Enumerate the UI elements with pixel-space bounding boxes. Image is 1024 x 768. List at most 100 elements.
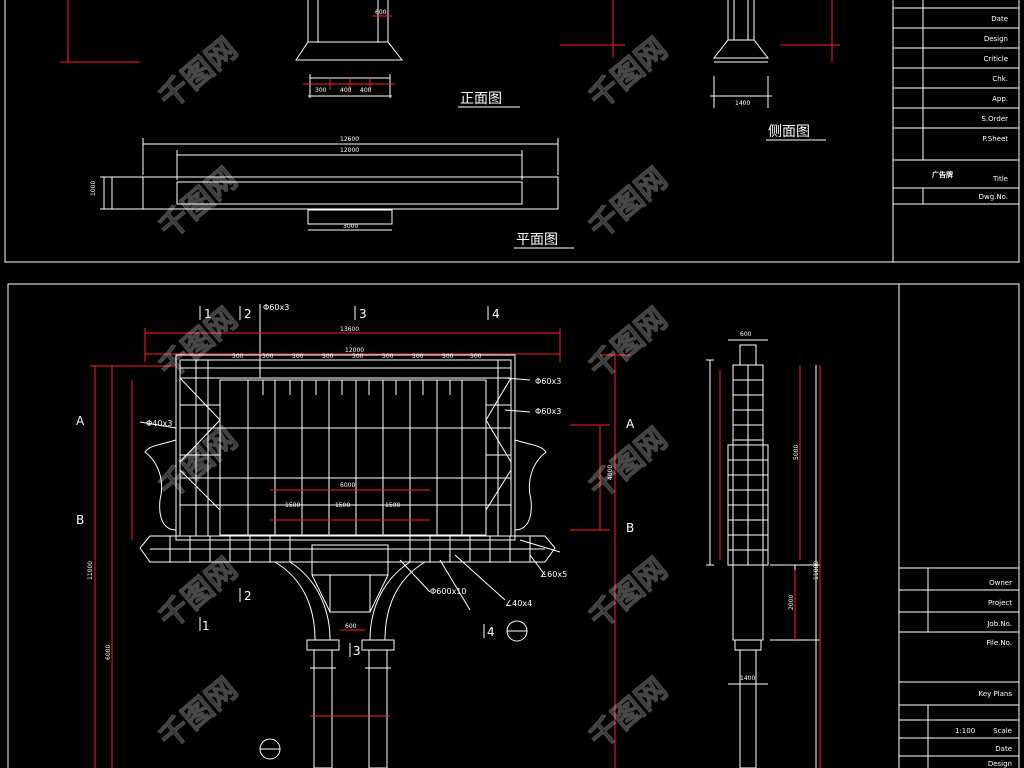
- svg-text:12600: 12600: [340, 136, 359, 143]
- grid-row-a-left: A: [76, 414, 85, 428]
- svg-text:1500: 1500: [285, 502, 300, 509]
- top-dimensions: [60, 0, 840, 90]
- left-column: [313, 649, 333, 768]
- left-arch-outer: [274, 561, 316, 641]
- watermark-12: 千图网: [583, 671, 674, 756]
- right-column-cap: [361, 639, 395, 651]
- callout-left-pipe: Φ40x3: [146, 419, 172, 428]
- grid-col-2: 2: [244, 307, 252, 321]
- watermark-6: 千图网: [583, 301, 674, 386]
- svg-text:1500: 1500: [335, 502, 350, 509]
- top-title-block-frame: [892, 0, 1020, 263]
- svg-text:1400: 1400: [740, 675, 755, 682]
- member-callouts: Φ60x3 Φ60x3 Φ60x3 Φ40x3 Φ600x10 ∠60x5 ∠4…: [146, 303, 567, 608]
- tb-criticle: Criticle: [984, 55, 1009, 63]
- watermark-11: 千图网: [153, 671, 244, 756]
- svg-text:500: 500: [412, 353, 424, 360]
- tb-app: App.: [992, 95, 1008, 103]
- right-wing: [514, 439, 547, 531]
- left-wing: [144, 439, 177, 531]
- svg-text:300: 300: [315, 87, 327, 94]
- watermark-4: 千图网: [583, 161, 674, 246]
- grid-row-a-right: A: [626, 417, 635, 431]
- callout-angle-2: ∠40x4: [505, 599, 532, 608]
- tb-psheet: P.Sheet: [982, 135, 1008, 143]
- tb-design: Design: [984, 35, 1008, 43]
- callout-pipe-1: Φ60x3: [535, 377, 561, 386]
- watermark-9: 千图网: [153, 551, 244, 636]
- plan-view: [100, 138, 559, 231]
- svg-text:500: 500: [262, 353, 274, 360]
- svg-text:1000: 1000: [90, 181, 97, 196]
- side-elevation: [710, 0, 772, 108]
- watermark-8: 千图网: [583, 421, 674, 506]
- front-view-label: 正面图: [460, 91, 502, 107]
- svg-text:3000: 3000: [343, 223, 358, 230]
- svg-text:600: 600: [345, 623, 357, 630]
- svg-text:600: 600: [375, 9, 387, 16]
- front-elevation: [295, 0, 404, 98]
- bottom-dimensions: [90, 328, 821, 768]
- tb-key-plans: Key Plans: [979, 690, 1013, 698]
- tb-design-bottom: Design: [988, 760, 1012, 768]
- section-mark-2: 2: [244, 589, 252, 603]
- section-mark-4: 4: [487, 625, 495, 639]
- svg-text:11000: 11000: [87, 561, 94, 580]
- tb-project: Project: [988, 599, 1012, 607]
- svg-text:500: 500: [232, 353, 244, 360]
- tb-sorder: S.Order: [981, 115, 1008, 123]
- svg-text:500: 500: [442, 353, 454, 360]
- section-mark-3: 3: [353, 644, 361, 658]
- tb-drawing-name: 广告牌: [932, 170, 953, 179]
- grid-col-1: 1: [204, 307, 212, 321]
- svg-text:12000: 12000: [345, 347, 364, 354]
- svg-text:1400: 1400: [735, 100, 750, 107]
- grid-labels: 1 2 3 4 A B A B 1 2 3 4: [76, 307, 635, 658]
- svg-text:500: 500: [322, 353, 334, 360]
- svg-text:5000: 5000: [793, 445, 800, 460]
- top-dim-texts: 600 300 400 400 1400 12600 12000 3000 10…: [90, 9, 750, 230]
- tb-job-no: Job.No.: [986, 620, 1012, 628]
- svg-text:500: 500: [470, 353, 482, 360]
- svg-text:1500: 1500: [385, 502, 400, 509]
- svg-text:600: 600: [740, 331, 752, 338]
- left-column-cap: [306, 639, 340, 651]
- tb-date: Date: [991, 15, 1008, 23]
- watermark-1: 千图网: [153, 31, 244, 116]
- callout-main-pipe: Φ600x10: [430, 587, 466, 596]
- watermark-10: 千图网: [583, 551, 674, 636]
- grid-row-b-left: B: [76, 513, 84, 527]
- callout-pipe-2: Φ60x3: [535, 407, 561, 416]
- bottom-title-block: Owner Project Job.No. File.No. Key Plans…: [955, 579, 1012, 768]
- grid-col-4: 4: [492, 307, 500, 321]
- right-arch-outer: [384, 561, 426, 641]
- top-sheet: [4, 0, 1020, 263]
- callout-angle-1: ∠60x5: [540, 570, 567, 579]
- svg-text:11000: 11000: [813, 561, 820, 580]
- svg-text:500: 500: [352, 353, 364, 360]
- side-section: [706, 339, 820, 768]
- svg-text:500: 500: [292, 353, 304, 360]
- svg-text:12000: 12000: [340, 147, 359, 154]
- bottom-dim-texts: 13600 12000 500 500 500 500 500 500 500 …: [87, 326, 820, 682]
- svg-text:500: 500: [382, 353, 394, 360]
- watermark-layer: 千图网 千图网 千图网 千图网 千图网 千图网 千图网 千图网 千图网 千图网 …: [152, 31, 674, 757]
- svg-text:400: 400: [340, 87, 352, 94]
- tb-scale-value: 1:100: [955, 727, 975, 735]
- watermark-7: 千图网: [153, 421, 244, 506]
- svg-text:6000: 6000: [340, 482, 355, 489]
- grid-col-3: 3: [359, 307, 367, 321]
- grid-row-b-right: B: [626, 521, 634, 535]
- callout-top-pipe: Φ60x3: [263, 303, 289, 312]
- section-mark-1: 1: [202, 619, 210, 633]
- bottom-band: [139, 535, 556, 563]
- side-view-label: 侧面图: [768, 124, 810, 140]
- svg-text:2000: 2000: [788, 595, 795, 610]
- svg-text:4000: 4000: [607, 465, 614, 480]
- tb-owner: Owner: [989, 579, 1012, 587]
- tb-file-no: File.No.: [986, 639, 1012, 647]
- watermark-2: 千图网: [583, 31, 674, 116]
- tb-scale: Scale: [993, 727, 1012, 735]
- plan-view-label: 平面图: [516, 232, 558, 248]
